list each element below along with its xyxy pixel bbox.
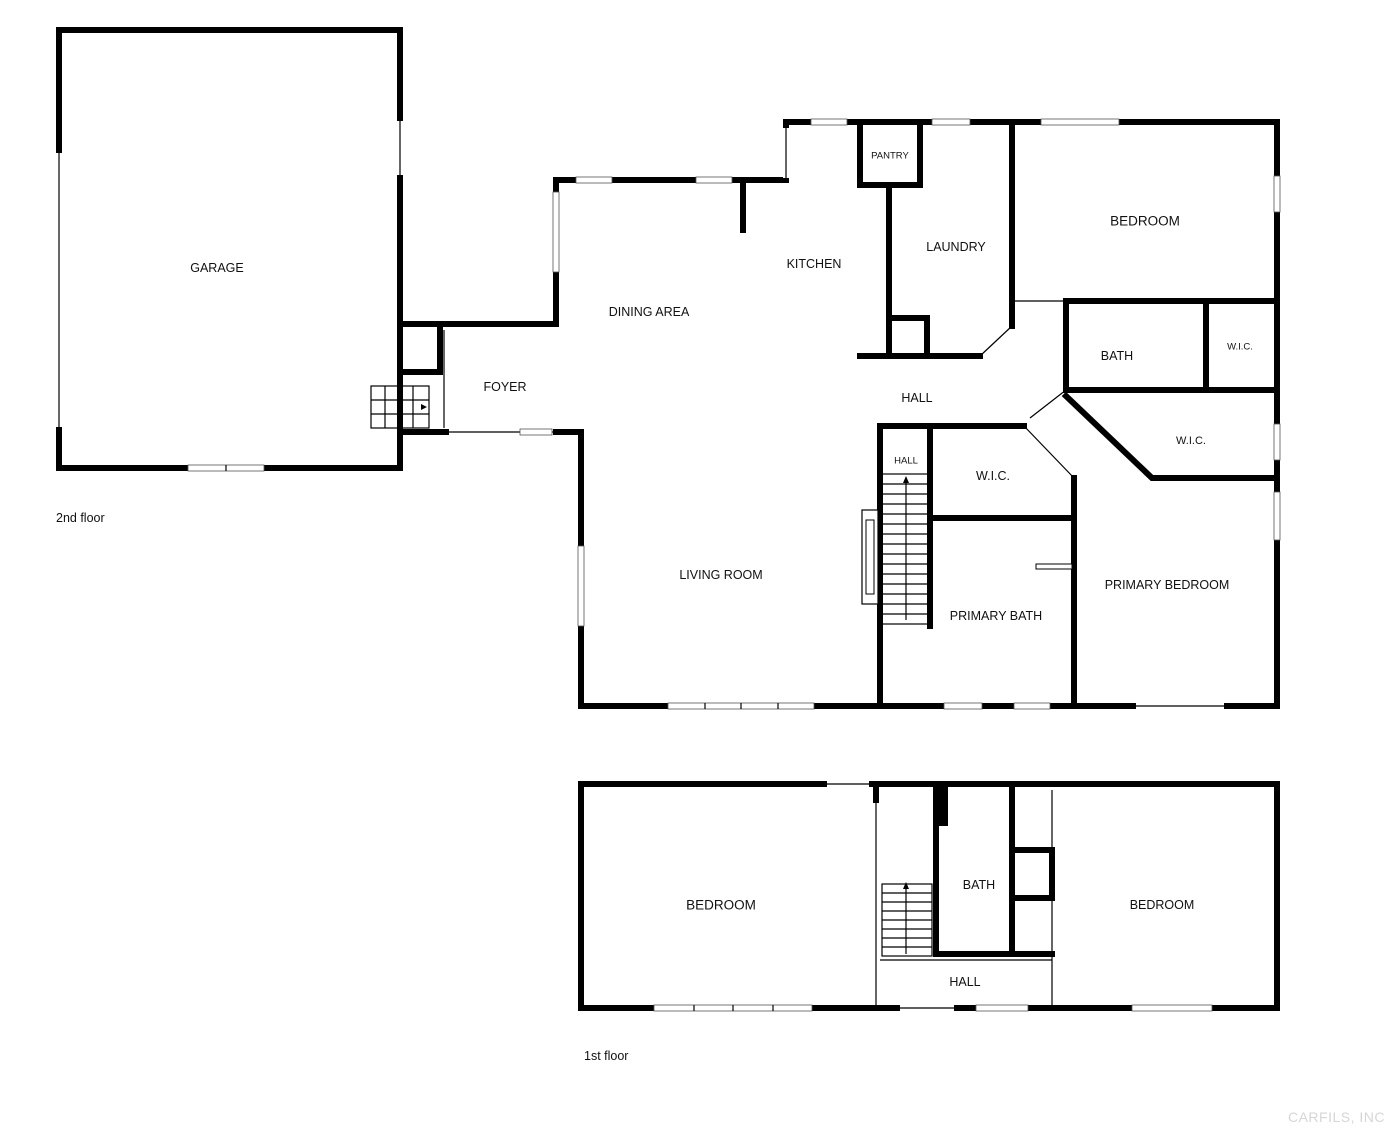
garage-walls	[56, 27, 403, 472]
room-label-wic: W.I.C.	[1227, 341, 1253, 353]
room-label-stair-hall: HALL	[894, 455, 918, 467]
room-label-wic: W.I.C.	[975, 469, 1011, 483]
room-label-wic: W.I.C.	[1176, 435, 1206, 447]
room-label-primary-bath: PRIMARY BATH	[949, 609, 1043, 623]
room-label-bath: BATH	[1100, 349, 1134, 363]
first-floor-stairs	[881, 882, 933, 957]
room-label-foyer: FOYER	[483, 380, 527, 394]
room-label-bedroom: BEDROOM	[1110, 213, 1180, 229]
watermark: CARFILS, INC	[1287, 1109, 1385, 1125]
room-label-living-room: LIVING ROOM	[679, 568, 763, 582]
floor-caption-1st: 1st floor	[584, 1049, 629, 1063]
room-label-bedroom-left: BEDROOM	[686, 897, 756, 913]
main-floor-walls	[397, 119, 1280, 709]
first-floor-windows	[653, 1004, 1213, 1012]
room-label-kitchen: KITCHEN	[786, 257, 842, 271]
garage-stairs	[370, 385, 430, 429]
floor-caption-2nd: 2nd floor	[56, 511, 105, 525]
room-label-hall: HALL	[949, 975, 981, 989]
room-label-dining-area: DINING AREA	[608, 305, 690, 319]
room-label-laundry: LAUNDRY	[926, 240, 986, 254]
room-label-pantry: PANTRY	[871, 150, 909, 162]
room-label-primary-bedroom: PRIMARY BEDROOM	[1104, 578, 1230, 592]
room-label-bedroom-right: BEDROOM	[1129, 898, 1195, 912]
main-stairs	[881, 473, 931, 625]
first-floor-walls	[578, 781, 1280, 1011]
room-label-hall: HALL	[901, 391, 933, 405]
main-floor-windows	[519, 118, 1281, 710]
room-label-bath: BATH	[962, 878, 996, 892]
room-label-garage: GARAGE	[190, 261, 244, 275]
